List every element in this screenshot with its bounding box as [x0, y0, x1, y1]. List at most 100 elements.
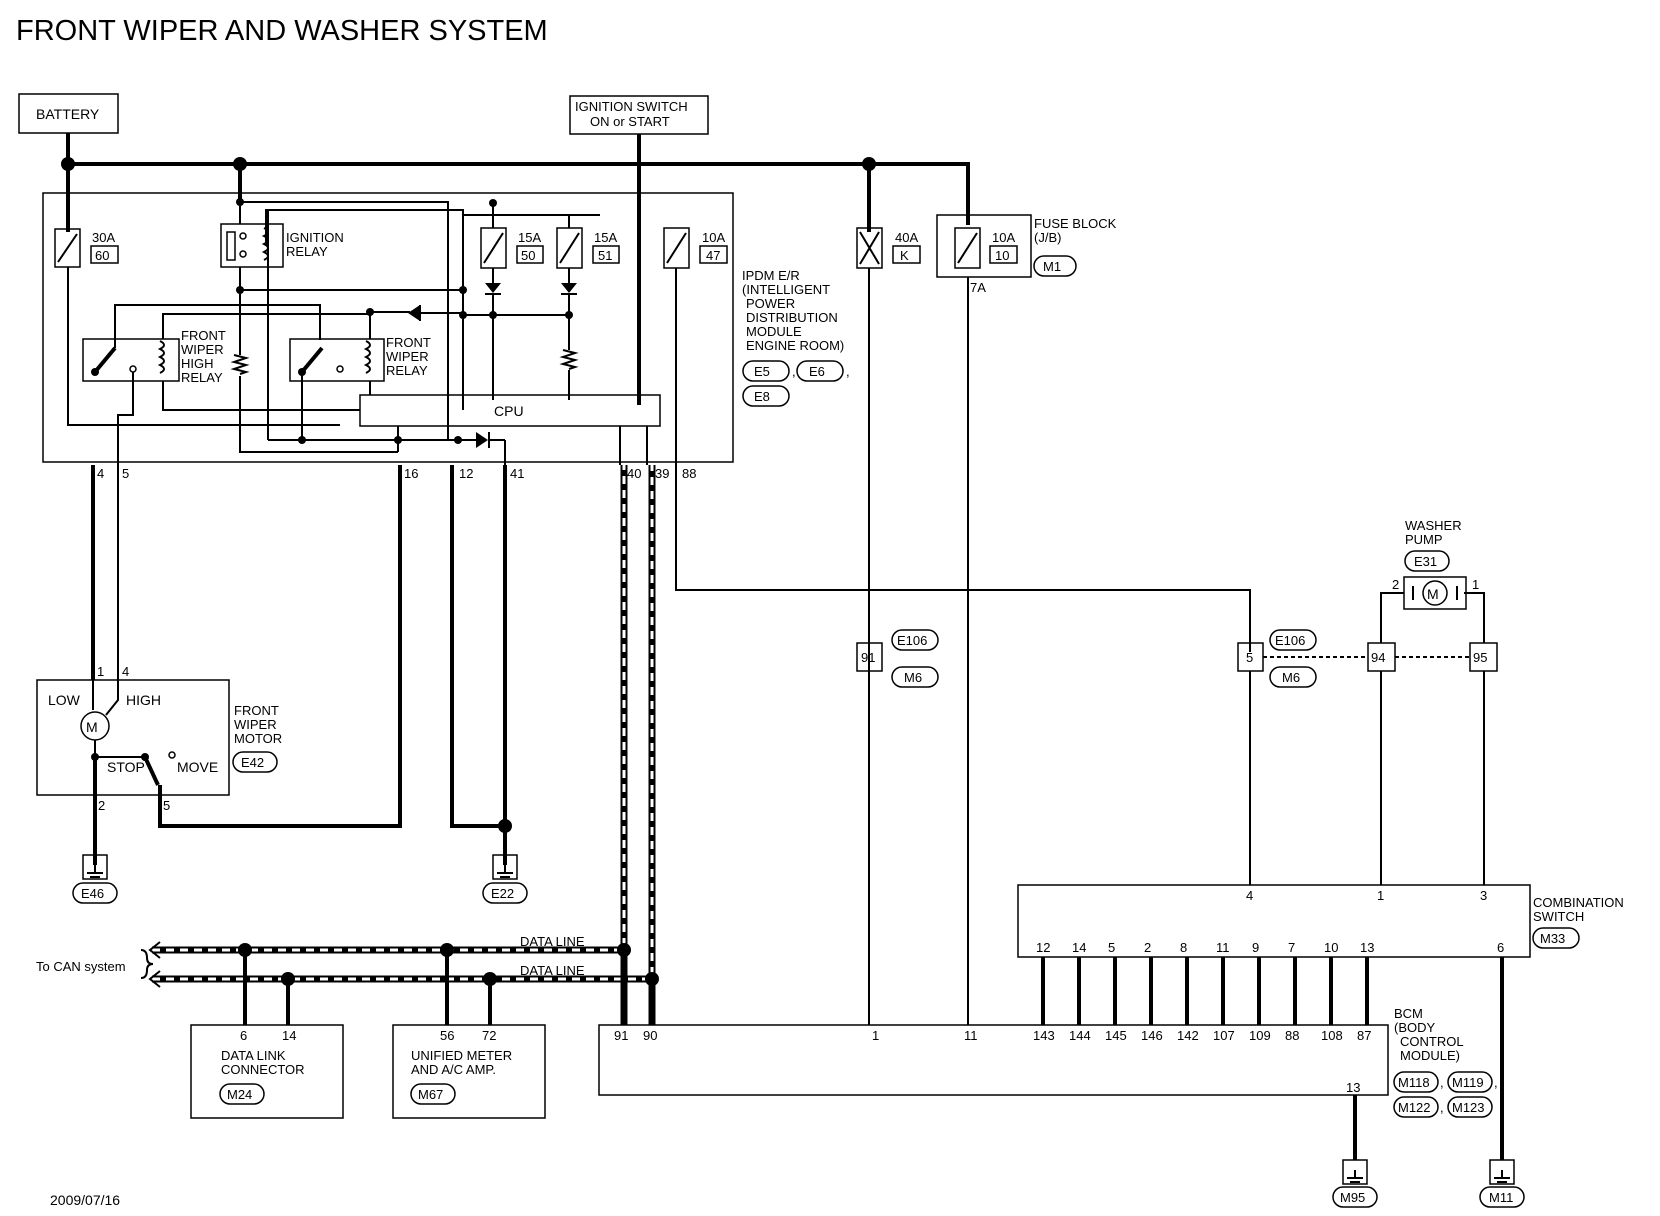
svg-text:M1: M1: [1043, 259, 1061, 274]
combination-switch-pin: 12: [1036, 940, 1050, 955]
fuse-30a-60: 30A 60: [54, 228, 119, 268]
svg-text:MODULE): MODULE): [1400, 1048, 1460, 1063]
combination-switch-pin: 6: [1497, 940, 1504, 955]
svg-text:,: ,: [1440, 1100, 1444, 1115]
ignition-relay: IGNITION RELAY: [220, 198, 344, 268]
bcm-pin: 88: [1285, 1028, 1299, 1043]
svg-text:RELAY: RELAY: [181, 370, 223, 385]
can-data-lines: To CAN system DATA LINE DATA LINE: [36, 465, 659, 1025]
svg-text:91: 91: [861, 650, 875, 665]
ignition-switch-label-1: IGNITION SWITCH: [575, 99, 688, 114]
svg-text:ENGINE ROOM): ENGINE ROOM): [746, 338, 844, 353]
svg-text:1: 1: [1377, 888, 1384, 903]
svg-text:1: 1: [1472, 577, 1479, 592]
svg-text:91: 91: [614, 1028, 628, 1043]
svg-text:E46: E46: [81, 886, 104, 901]
svg-text:M6: M6: [904, 670, 922, 685]
ipdm-box: [42, 192, 734, 463]
bcm-pin: 144: [1069, 1028, 1091, 1043]
svg-text:FRONT: FRONT: [234, 703, 279, 718]
svg-text:IGNITION: IGNITION: [286, 230, 344, 245]
svg-text:14: 14: [282, 1028, 296, 1043]
svg-text:E5: E5: [754, 364, 770, 379]
svg-text:FRONT: FRONT: [386, 335, 431, 350]
svg-text:4: 4: [1246, 888, 1253, 903]
cpu-label: CPU: [494, 403, 524, 419]
ground-m95: M95: [1332, 1159, 1378, 1208]
svg-text:90: 90: [643, 1028, 657, 1043]
svg-text:50: 50: [521, 248, 535, 263]
svg-text:1: 1: [872, 1028, 879, 1043]
svg-text:M11: M11: [1489, 1190, 1513, 1205]
data-line-label-1: DATA LINE: [520, 934, 585, 949]
front-wiper-high-relay: FRONT WIPER HIGH RELAY: [82, 304, 370, 465]
svg-text:IPDM E/R: IPDM E/R: [742, 268, 800, 283]
svg-text:STOP: STOP: [107, 759, 145, 775]
svg-text:4: 4: [122, 664, 129, 679]
joint-connector-5: 5 E106 M6: [1237, 629, 1470, 885]
bcm-pin: 145: [1105, 1028, 1127, 1043]
cpu-outputs: [394, 426, 648, 465]
svg-text:M33: M33: [1540, 931, 1565, 946]
bcm-pin: 87: [1357, 1028, 1371, 1043]
svg-text:3: 3: [1480, 888, 1487, 903]
ignition-switch-label-2: ON or START: [590, 114, 670, 129]
svg-text:47: 47: [706, 248, 720, 263]
svg-text:2: 2: [98, 798, 105, 813]
svg-text:(INTELLIGENT: (INTELLIGENT: [742, 282, 830, 297]
svg-text:,: ,: [792, 364, 796, 379]
svg-text:15A: 15A: [594, 230, 617, 245]
battery-bus: [61, 133, 970, 405]
svg-text:M118: M118: [1398, 1075, 1430, 1090]
svg-text:56: 56: [440, 1028, 454, 1043]
combination-switch-pin: 10: [1324, 940, 1338, 955]
combination-switch-pin: 7: [1288, 940, 1295, 955]
svg-text:CONNECTOR: CONNECTOR: [221, 1062, 305, 1077]
diode-links: [366, 305, 573, 321]
combination-switch-pin: 9: [1252, 940, 1259, 955]
svg-text:12: 12: [459, 466, 473, 481]
svg-text:E42: E42: [241, 755, 264, 770]
svg-text:E31: E31: [1414, 554, 1437, 569]
combination-switch-pin: 8: [1180, 940, 1187, 955]
svg-text:HIGH: HIGH: [181, 356, 214, 371]
svg-text:51: 51: [598, 248, 612, 263]
washer-pump: M 2 1 WASHER PUMP E31: [1392, 518, 1479, 610]
svg-text:7A: 7A: [970, 280, 986, 295]
date-stamp: 2009/07/16: [50, 1192, 120, 1208]
svg-text:PUMP: PUMP: [1405, 532, 1443, 547]
svg-text:M6: M6: [1282, 670, 1300, 685]
svg-text:,: ,: [846, 364, 850, 379]
bcm-pin: 143: [1033, 1028, 1055, 1043]
svg-text:(J/B): (J/B): [1034, 230, 1061, 245]
bcm-pin: 146: [1141, 1028, 1163, 1043]
svg-text:2: 2: [1392, 577, 1399, 592]
svg-text:10A: 10A: [702, 230, 725, 245]
combination-switch-pin: 14: [1072, 940, 1086, 955]
svg-text:E6: E6: [809, 364, 825, 379]
ground-e22: E22: [450, 465, 528, 904]
svg-text:E106: E106: [1275, 633, 1305, 648]
svg-text:41: 41: [510, 466, 524, 481]
svg-text:4: 4: [97, 466, 104, 481]
svg-text:6: 6: [240, 1028, 247, 1043]
svg-text:94: 94: [1371, 650, 1385, 665]
svg-text:72: 72: [482, 1028, 496, 1043]
svg-text:10: 10: [995, 248, 1009, 263]
svg-text:M67: M67: [418, 1087, 443, 1102]
svg-text:CONTROL: CONTROL: [1400, 1034, 1464, 1049]
svg-text:DATA LINK: DATA LINK: [221, 1048, 286, 1063]
front-wiper-motor: 1 4 LOW HIGH M STOP MOVE 2 5 FRONT WIPER…: [36, 465, 402, 865]
svg-text:POWER: POWER: [746, 296, 795, 311]
ground-e46: E46: [72, 854, 118, 904]
svg-text:WIPER: WIPER: [234, 717, 277, 732]
svg-text:5: 5: [1246, 650, 1253, 665]
cpu-box: [359, 394, 661, 427]
svg-text:UNIFIED METER: UNIFIED METER: [411, 1048, 512, 1063]
ipdm-internal-wiring: [67, 199, 600, 453]
svg-text:LOW: LOW: [48, 692, 81, 708]
joint-connector-91: 91 E106 M6: [856, 629, 939, 688]
bcm-pin: 142: [1177, 1028, 1199, 1043]
svg-text:DISTRIBUTION: DISTRIBUTION: [746, 310, 838, 325]
